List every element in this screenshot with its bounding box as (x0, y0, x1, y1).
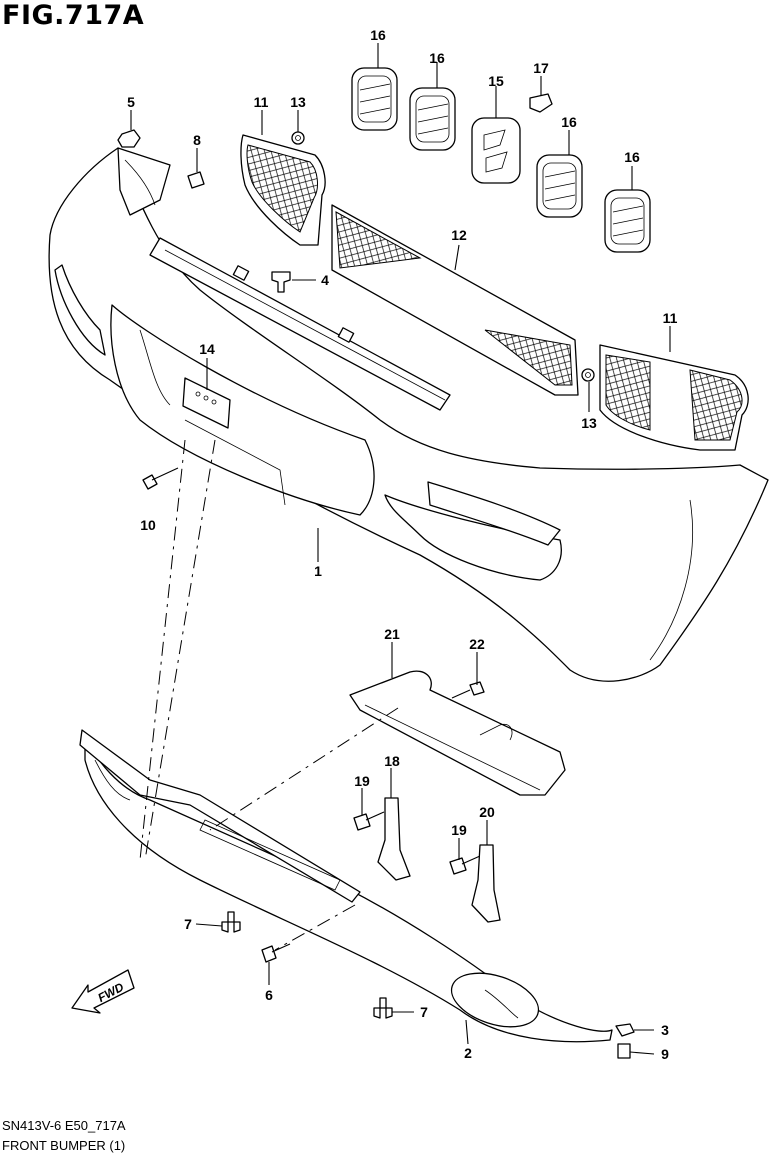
callout-12: 12 (451, 227, 467, 243)
bracket-part-20 (471, 844, 501, 923)
callout-16-a: 16 (370, 27, 386, 43)
leader-lines (130, 43, 671, 1055)
callout-22: 22 (469, 636, 485, 652)
license-bracket-part-14 (182, 377, 231, 429)
callout-20: 20 (479, 804, 495, 820)
callout-6: 6 (265, 987, 273, 1003)
fasteners (117, 129, 635, 1059)
callout-8: 8 (193, 132, 201, 148)
callout-14: 14 (199, 341, 215, 357)
fwd-arrow-icon: FWD (71, 969, 135, 1014)
callout-16-c: 16 (561, 114, 577, 130)
callout-11-left: 11 (254, 94, 269, 110)
callout-4: 4 (321, 272, 329, 288)
emblem-part-15 (471, 117, 521, 184)
mesh-strip-part-12 (331, 204, 579, 396)
callout-13-upper: 13 (290, 94, 306, 110)
figure-footer: SN413V-6 E50_717A FRONT BUMPER (1) (2, 1116, 126, 1156)
figure-title: FIG.717A (2, 0, 145, 31)
callout-17: 17 (533, 60, 549, 76)
callout-13-lower: 13 (581, 415, 597, 431)
grille-insert-part-16-a (351, 67, 398, 131)
callout-3: 3 (661, 1022, 669, 1038)
callout-19-b: 19 (451, 822, 467, 838)
mesh-grille-part-11-right (599, 344, 749, 451)
bracket-part-18 (377, 797, 411, 881)
clip-part-17 (529, 93, 553, 113)
callout-15: 15 (488, 73, 504, 89)
callout-2: 2 (464, 1045, 472, 1061)
under-cover-part-21 (349, 670, 566, 796)
callout-1: 1 (314, 563, 322, 579)
callout-16-b: 16 (429, 50, 445, 66)
figure-name: FRONT BUMPER (1) (2, 1138, 126, 1153)
alignment-lines (139, 439, 399, 951)
grille-insert-part-16-c (536, 154, 583, 218)
callout-19-a: 19 (354, 773, 370, 789)
callout-21: 21 (384, 626, 400, 642)
bumper-cover-part-1 (48, 147, 769, 682)
callout-11-right: 11 (663, 310, 678, 326)
lower-lip-part-2 (79, 729, 613, 1043)
callout-9: 9 (661, 1046, 669, 1062)
mesh-grille-part-11-left (240, 134, 326, 246)
callout-labels: 5 8 11 13 16 16 15 17 16 16 12 4 14 11 1… (127, 27, 678, 1062)
grille-insert-part-16-d (604, 189, 651, 253)
callout-16-d: 16 (624, 149, 640, 165)
figure-code: SN413V-6 E50_717A (2, 1118, 126, 1133)
callout-7-left: 7 (184, 916, 192, 932)
callout-10: 10 (140, 517, 156, 533)
callout-18: 18 (384, 753, 400, 769)
grille-insert-part-16-b (409, 87, 456, 151)
callout-7-right: 7 (420, 1004, 428, 1020)
callout-5: 5 (127, 94, 135, 110)
